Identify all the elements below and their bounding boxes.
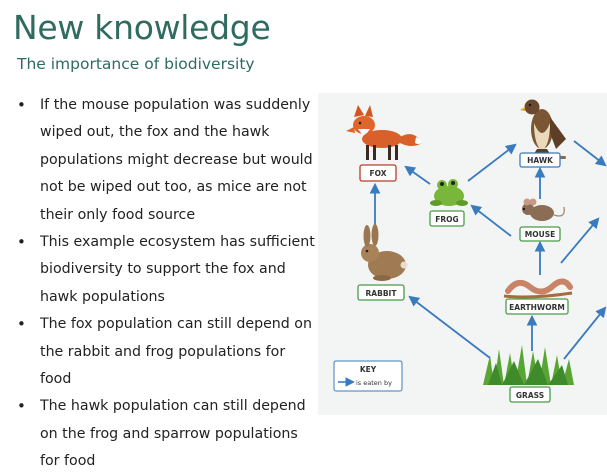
label-frog: FROG bbox=[429, 210, 465, 227]
mouse-icon bbox=[522, 198, 565, 221]
key-title: KEY bbox=[360, 365, 377, 374]
label-hawk: HAWK bbox=[519, 152, 561, 168]
bullet-list: If the mouse population was suddenly wip… bbox=[0, 92, 318, 476]
svg-text:RABBIT: RABBIT bbox=[366, 289, 398, 298]
svg-text:FOX: FOX bbox=[369, 169, 386, 178]
key-arrow-label: is eaten by bbox=[356, 379, 392, 387]
label-earthworm: EARTHWORM bbox=[505, 298, 569, 315]
grass-icon bbox=[483, 345, 574, 385]
label-fox: FOX bbox=[359, 164, 397, 182]
hawk-icon bbox=[520, 99, 566, 159]
arrow-mouse-to-frog bbox=[470, 204, 512, 237]
fox-icon bbox=[346, 105, 422, 160]
key-box: KEY is eaten by bbox=[333, 360, 403, 392]
frog-icon bbox=[430, 179, 468, 206]
svg-text:MOUSE: MOUSE bbox=[525, 230, 555, 239]
svg-text:GRASS: GRASS bbox=[516, 391, 544, 400]
bullet-item: If the mouse population was suddenly wip… bbox=[0, 92, 318, 229]
svg-text:FROG: FROG bbox=[435, 215, 458, 224]
label-grass: GRASS bbox=[509, 386, 551, 403]
svg-text:HAWK: HAWK bbox=[527, 156, 554, 165]
svg-text:EARTHWORM: EARTHWORM bbox=[509, 303, 565, 312]
food-web-arrows bbox=[369, 140, 607, 360]
label-mouse: MOUSE bbox=[519, 226, 561, 242]
label-rabbit: RABBIT bbox=[357, 284, 405, 301]
bullet-item: The fox population can still depend on t… bbox=[0, 311, 318, 393]
page-title: New knowledge bbox=[13, 8, 271, 47]
food-web-diagram: FOX HAWK FROG MOUSE bbox=[318, 93, 607, 415]
arrow-frog-to-fox bbox=[404, 165, 431, 185]
earthworm-icon bbox=[503, 278, 573, 299]
bullet-item: The hawk population can still depend on … bbox=[0, 393, 318, 475]
food-web-svg: FOX HAWK FROG MOUSE bbox=[333, 99, 607, 403]
page-subtitle: The importance of biodiversity bbox=[17, 55, 255, 73]
arrow-earthworm-to-offscreen bbox=[560, 217, 600, 264]
arrow-frog-to-hawk bbox=[467, 143, 517, 182]
arrow-grass-to-rabbit bbox=[408, 295, 491, 359]
rabbit-icon bbox=[361, 224, 408, 281]
arrow-hawk-offscreen bbox=[573, 140, 607, 167]
arrow-grass-to-offscreen bbox=[563, 306, 607, 360]
bullet-item: This example ecosystem has sufficient bi… bbox=[0, 229, 318, 311]
